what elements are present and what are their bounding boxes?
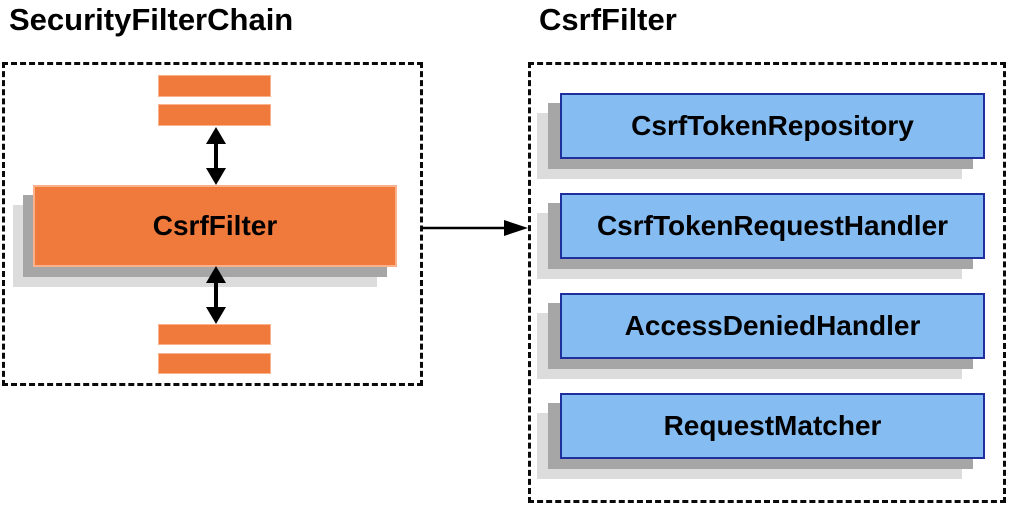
component-box-request-matcher: RequestMatcher: [560, 393, 985, 459]
csrf-filter-container: [528, 62, 1006, 503]
filter-placeholder-bar: [158, 104, 271, 126]
up-down-arrow-icon: [206, 266, 226, 324]
csrf-filter-title: CsrfFilter: [539, 2, 677, 37]
up-down-arrow-icon: [206, 127, 226, 185]
filter-placeholder-bar: [158, 353, 271, 374]
security-filter-chain-title: SecurityFilterChain: [9, 2, 294, 37]
right-arrow-icon: [422, 220, 528, 236]
security-filter-chain-container: [2, 62, 423, 386]
component-box-csrf-token-repository: CsrfTokenRepository: [560, 93, 985, 159]
component-box-csrf-token-request-handler: CsrfTokenRequestHandler: [560, 193, 985, 259]
component-box-access-denied-handler: AccessDeniedHandler: [560, 293, 985, 359]
csrf-filter-box: CsrfFilter: [33, 185, 397, 267]
filter-placeholder-bar: [158, 324, 271, 345]
filter-placeholder-bar: [158, 75, 271, 97]
